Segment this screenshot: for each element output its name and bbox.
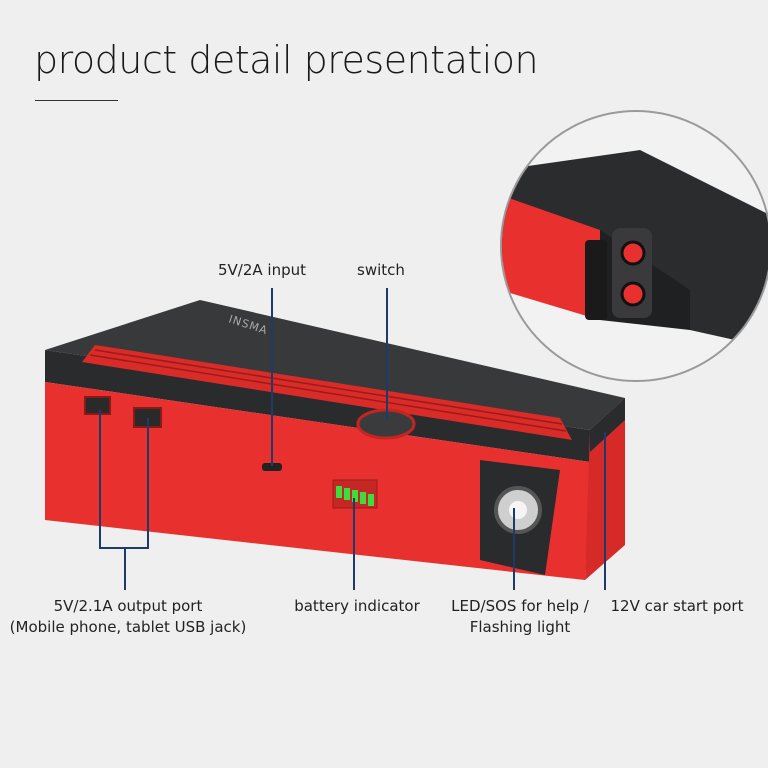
callout-battery: battery indicator [294,597,420,615]
inset-zoom-circle [500,110,768,382]
callout-output-line2: (Mobile phone, tablet USB jack) [9,618,247,636]
title-underline [35,100,118,101]
usb-port-1 [84,396,111,415]
callout-output-line1: 5V/2.1A output port [53,597,203,615]
callout-led-line1: LED/SOS for help / [451,597,589,615]
callout-input: 5V/2A input [218,261,307,279]
callout-led-line2: Flashing light [469,618,571,636]
callout-lines [99,288,606,590]
page-title: product detail presentation [34,38,539,82]
callout-switch: switch [357,261,405,279]
micro-usb-port [262,463,282,471]
callout-car-start: 12V car start port [610,597,744,615]
power-bank-device: INSMA [45,300,625,580]
